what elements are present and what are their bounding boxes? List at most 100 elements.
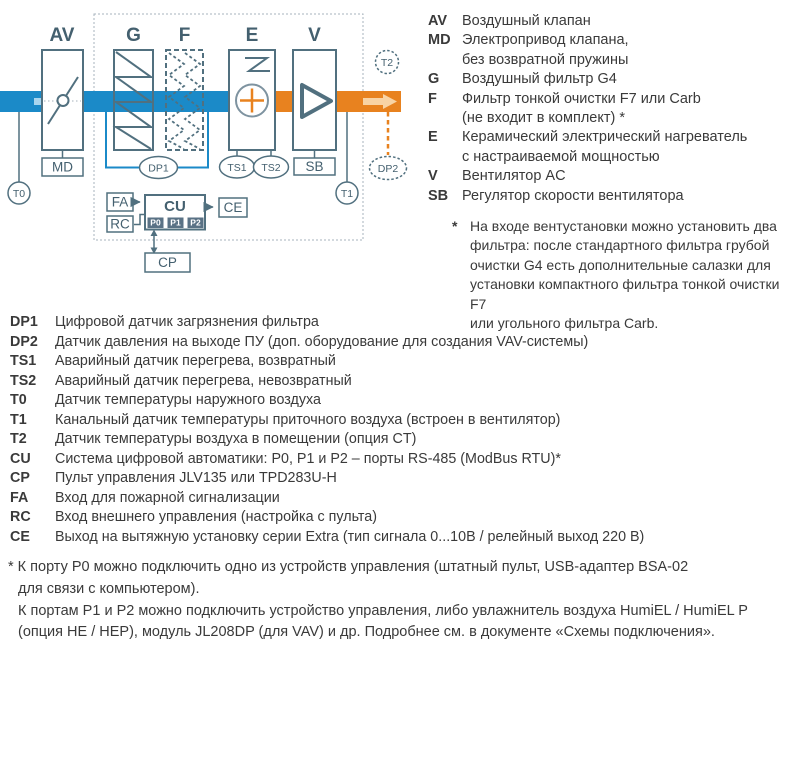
definition-key: T2 bbox=[10, 431, 27, 447]
unit-schematic-diagram: AV G F E V MD T0 bbox=[0, 0, 420, 300]
legend-desc: Электропривод клапана, bbox=[462, 32, 629, 49]
definition-desc: Аварийный датчик перегрева, возвратный bbox=[55, 353, 336, 369]
component-legend: AV Воздушный клапан MD Электропривод клапа… bbox=[428, 12, 796, 206]
legend-desc: Воздушный клапан bbox=[462, 13, 591, 29]
port-p2-tag: P2 bbox=[190, 218, 201, 228]
extract-output-box: CE bbox=[203, 197, 248, 218]
legend-desc: с настраиваемой мощностью bbox=[462, 148, 660, 165]
definition-key: T1 bbox=[10, 411, 27, 428]
filter-f-label: F bbox=[179, 25, 191, 46]
filter-option-note: * На входе вентустановки можно установит… bbox=[452, 217, 797, 333]
definition-key: DP2 bbox=[10, 333, 38, 350]
filter-f-pleats-icon-left bbox=[167, 52, 186, 150]
legend-desc: (не входит в комплект) * bbox=[462, 110, 625, 127]
sensor-t2-tag: T2 bbox=[381, 57, 393, 69]
sensor-t1-tag: T1 bbox=[341, 188, 353, 200]
port-p0 bbox=[147, 217, 164, 228]
legend-row: (не входит в комплект) * bbox=[428, 109, 796, 128]
definition-key: TS2 bbox=[10, 372, 37, 389]
heater-label: E bbox=[246, 25, 259, 46]
sensor-t0: T0 bbox=[7, 112, 31, 205]
filter-g-box bbox=[112, 49, 155, 151]
port-p0-tag: P0 bbox=[150, 218, 161, 228]
legend-key: AV bbox=[428, 13, 448, 29]
cp-link-arrow-up-icon bbox=[150, 229, 158, 236]
legend-key bbox=[428, 51, 462, 70]
sensor-dp1: DP1 bbox=[105, 112, 209, 180]
port-p2 bbox=[187, 217, 204, 228]
definition-desc: Вход внешнего управления (настройка с пу… bbox=[55, 509, 378, 525]
definition-key: TS1 bbox=[10, 353, 37, 369]
note-line: или угольного фильтра Carb. bbox=[470, 315, 659, 332]
footnote-line: * К порту P0 можно подключить одно из ус… bbox=[8, 559, 689, 575]
footnote-line: для связи с компьютером). bbox=[18, 580, 200, 597]
port-p1 bbox=[167, 217, 184, 228]
motor-drive-box: MD bbox=[41, 150, 84, 177]
definition-row: T1 Канальный датчик температуры приточног… bbox=[10, 411, 792, 431]
legend-key: SB bbox=[428, 187, 449, 204]
note-line: фильтра: после стандартного фильтра груб… bbox=[470, 237, 770, 254]
fan-box bbox=[292, 49, 337, 151]
sensor-dp1-tag: DP1 bbox=[148, 163, 169, 175]
legend-row: E Керамический электрический нагреватель bbox=[428, 128, 796, 147]
definition-desc: Выход на вытяжную установку серии Extra … bbox=[55, 528, 645, 545]
air-valve-box bbox=[41, 49, 84, 151]
filter-g-label: G bbox=[126, 25, 141, 46]
legend-key: MD bbox=[428, 32, 451, 49]
legend-desc: Воздушный фильтр G4 bbox=[462, 71, 617, 88]
unit-boundary-dashed-box bbox=[93, 13, 364, 241]
speed-regulator-tag: SB bbox=[305, 159, 323, 174]
definition-desc: Датчик давления на выходе ПУ (доп. обору… bbox=[55, 333, 589, 350]
cp-link-arrow-down-icon bbox=[150, 247, 158, 254]
definition-key: RC bbox=[10, 509, 31, 525]
legend-desc: без возвратной пружины bbox=[462, 51, 629, 68]
definition-desc: Система цифровой автоматики: P0, P1 и P2… bbox=[55, 450, 561, 467]
definition-desc: Цифровой датчик загрязнения фильтра bbox=[55, 314, 319, 330]
definition-row: T0 Датчик температуры наружного воздуха bbox=[10, 391, 792, 411]
filter-f-pleats-icon-right bbox=[183, 52, 202, 150]
fan-triangle-icon bbox=[300, 83, 333, 119]
legend-key: E bbox=[428, 129, 438, 146]
legend-desc: Фильтр тонкой очистки F7 или Carb bbox=[462, 90, 701, 107]
fire-alarm-input-box: FA bbox=[106, 192, 141, 212]
sensor-ts2: TS2 bbox=[252, 150, 290, 179]
footnote-line: (опция HE / HEP), модуль JL208DP (для VA… bbox=[18, 624, 715, 641]
legend-desc: Регулятор скорости вентилятора bbox=[462, 187, 684, 204]
legend-row: AV Воздушный клапан bbox=[428, 12, 796, 31]
definition-desc: Канальный датчик температуры приточного … bbox=[55, 411, 561, 428]
sensor-t0-tag: T0 bbox=[13, 188, 25, 200]
note-line: На входе вентустановки можно установить … bbox=[470, 218, 777, 234]
air-valve-label: AV bbox=[50, 25, 75, 46]
definition-desc: Пульт управления JLV135 или TPD283U-H bbox=[55, 470, 337, 486]
remote-control-input-box: RC bbox=[106, 213, 145, 233]
remote-control-tag: RC bbox=[110, 217, 130, 232]
extract-output-tag: CE bbox=[224, 200, 243, 215]
sensor-dp2: DP2 bbox=[368, 112, 408, 181]
definition-key: T0 bbox=[10, 392, 27, 408]
legend-desc: Керамический электрический нагреватель bbox=[462, 129, 748, 146]
note-asterisk: * bbox=[452, 218, 458, 234]
legend-row: без возвратной пружины bbox=[428, 51, 796, 70]
definition-desc: Датчик температуры наружного воздуха bbox=[55, 392, 321, 408]
sensor-t1: T1 bbox=[335, 112, 359, 205]
control-unit-tag: CU bbox=[164, 198, 186, 215]
control-panel-box: CP bbox=[144, 229, 191, 273]
legend-row: с настраиваемой мощностью bbox=[428, 148, 796, 167]
heater-box bbox=[228, 49, 276, 151]
legend-desc: Вентилятор AC bbox=[462, 168, 566, 185]
sensor-ts1: TS1 bbox=[218, 150, 256, 179]
sensor-ts2-tag: TS2 bbox=[261, 162, 280, 174]
note-text: На входе вентустановки можно установить … bbox=[470, 217, 797, 333]
valve-pivot-icon bbox=[56, 94, 70, 107]
heater-element-icon bbox=[245, 57, 271, 72]
